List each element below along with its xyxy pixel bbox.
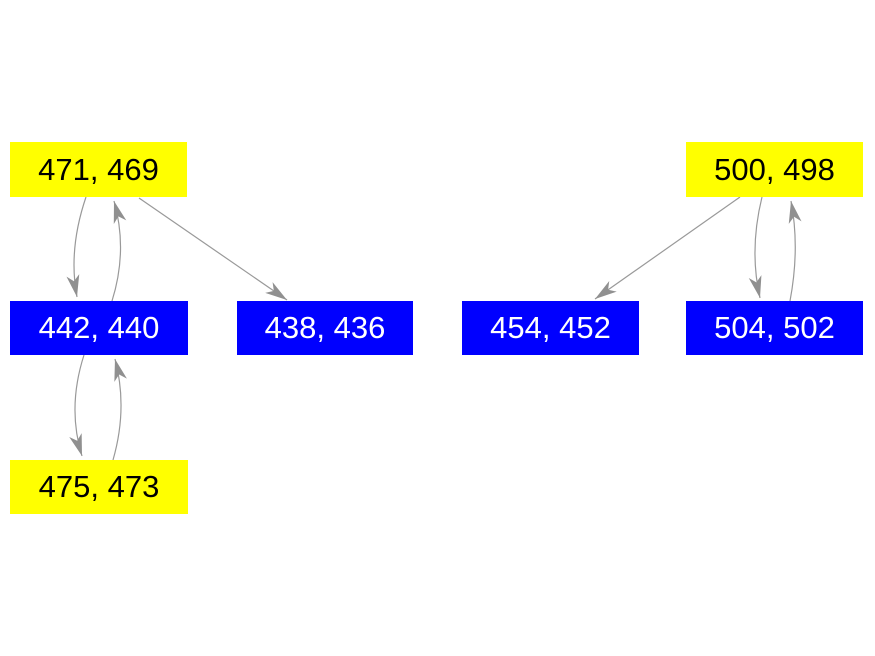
node-454-452[interactable]: 454, 452 [462, 301, 639, 355]
node-471-469[interactable]: 471, 469 [10, 142, 187, 197]
edge-500-498-to-504-502 [748, 196, 763, 299]
node-500-498[interactable]: 500, 498 [686, 142, 863, 197]
node-label: 454, 452 [490, 310, 611, 345]
edge-442-440-to-471-469 [111, 200, 127, 302]
node-442-440[interactable]: 442, 440 [10, 301, 188, 355]
edge-471-469-to-438-436 [138, 197, 288, 301]
edge-471-469-to-442-440 [66, 196, 87, 298]
node-label: 471, 469 [38, 151, 159, 187]
node-label: 475, 473 [38, 469, 160, 504]
node-475-473[interactable]: 475, 473 [10, 460, 188, 514]
edge-475-473-to-442-440 [112, 358, 127, 461]
edge-500-498-to-454-452 [594, 196, 741, 300]
node-label: 504, 502 [714, 310, 835, 345]
node-label: 438, 436 [264, 310, 386, 345]
edge-504-502-to-500-498 [788, 200, 802, 302]
node-504-502[interactable]: 504, 502 [686, 301, 863, 355]
node-438-436[interactable]: 438, 436 [237, 301, 413, 355]
node-label: 442, 440 [38, 310, 160, 345]
node-label: 500, 498 [714, 151, 835, 187]
edge-442-440-to-475-473 [69, 354, 85, 457]
